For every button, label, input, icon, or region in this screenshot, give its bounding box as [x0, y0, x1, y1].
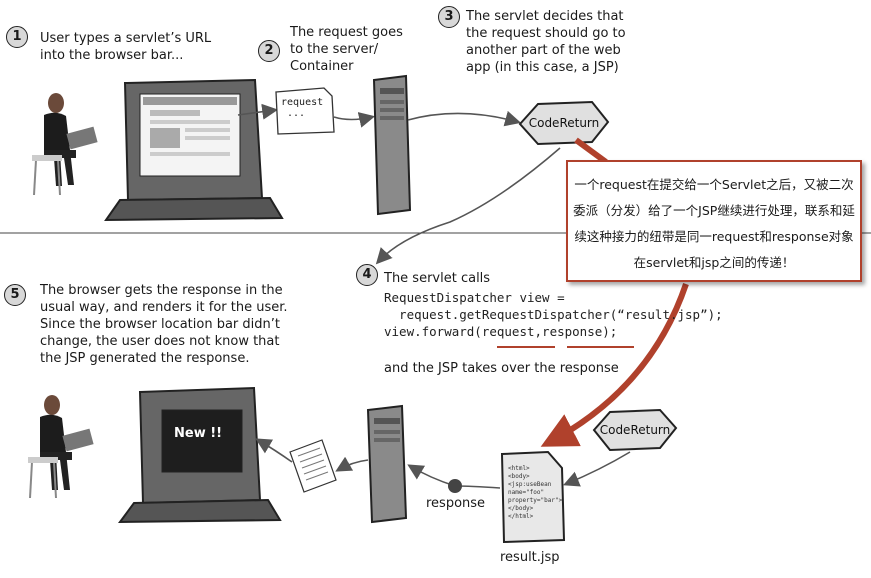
jsp-doc-line: <jsp:useBean [508, 481, 552, 488]
request-note-text: request ... [281, 97, 323, 119]
arrow-to-step4 [375, 147, 561, 265]
response-dot [448, 479, 462, 493]
step-3-text: The servlet decides that the request sho… [466, 9, 626, 75]
step-2-badge: 2 [258, 40, 280, 62]
step-1-badge: 1 [6, 26, 28, 48]
step-4-badge: 4 [356, 264, 378, 286]
jsp-doc-line: property="bar"> [508, 497, 563, 504]
code-return-bottom: CodeReturn [592, 408, 678, 452]
code-return-bottom-label: CodeReturn [600, 423, 671, 437]
arrow-codereturn-to-jsp [563, 451, 631, 487]
user-figure-top [32, 93, 98, 196]
request-note-line: ... [281, 108, 305, 119]
jsp-doc-line: name="foo" [508, 489, 544, 496]
arrow-to-server [333, 112, 376, 128]
callout-pointer [574, 137, 608, 165]
response-label: response [426, 496, 486, 511]
response-document [289, 439, 337, 493]
server-tower-top [372, 74, 412, 216]
jsp-doc-line: <body> [508, 473, 530, 480]
code-return-top-label: CodeReturn [529, 116, 600, 130]
step-5-text: The browser gets the response in the usu… [40, 283, 288, 366]
jsp-doc-line: </html> [508, 513, 534, 520]
step-4-text: The servlet calls [384, 271, 491, 286]
arrow-to-response-doc [335, 456, 369, 472]
request-note-line: request [281, 97, 323, 108]
step-3-badge: 3 [438, 6, 460, 28]
result-jsp-label: result.jsp [500, 550, 560, 565]
explanation-callout: 一个request在提交给一个Servlet之后，又被二次委派（分发）给了一个J… [566, 160, 862, 282]
arrow-to-codereturn [407, 110, 522, 127]
step-1-text: User types a servlet’s URL into the brow… [40, 31, 212, 63]
code-line-3: view.forward(request,response); [384, 324, 618, 339]
step-5-badge: 5 [4, 284, 26, 306]
user-figure-bottom [28, 395, 94, 499]
screen-text: New !! [174, 426, 222, 441]
server-tower-bottom [366, 404, 408, 524]
code-line-2: request.getRequestDispatcher(“result.jsp… [384, 307, 723, 322]
jsp-takes-over-text: and the JSP takes over the response [384, 361, 619, 376]
jsp-doc-line: <html> [508, 465, 530, 472]
browser-monitor-top [104, 78, 284, 222]
request-note: request ... [275, 87, 335, 135]
browser-monitor-bottom: New !! [118, 386, 282, 524]
red-arrow-to-jsp [540, 283, 689, 447]
arrow-to-request [237, 103, 279, 120]
arrow-to-browser [255, 438, 293, 463]
code-return-top: CodeReturn [518, 100, 610, 146]
jsp-doc-line: </body> [508, 505, 534, 512]
code-line-1: RequestDispatcher view = [384, 290, 565, 305]
step-2-text: The request goes to the server/ Containe… [290, 25, 403, 74]
